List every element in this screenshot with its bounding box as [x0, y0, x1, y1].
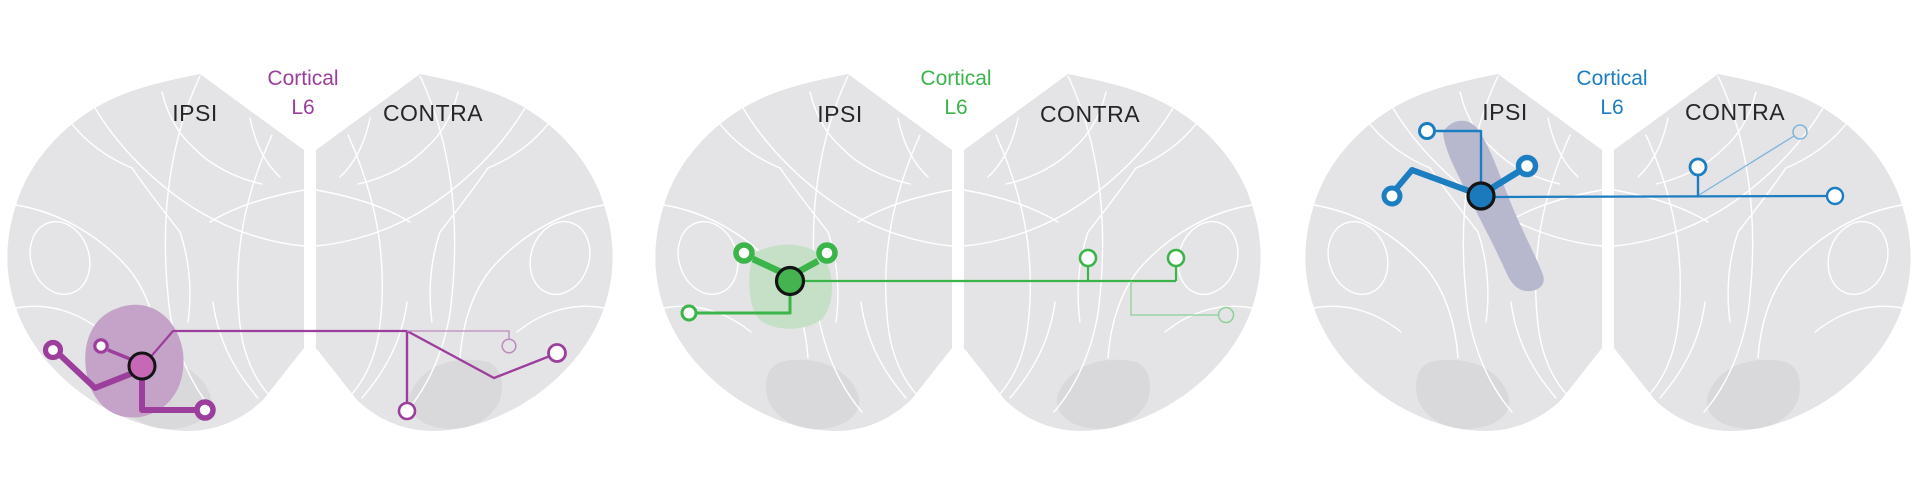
axon-branch — [1490, 169, 1520, 191]
panel-title-line1: Cortical — [920, 67, 991, 90]
axon-terminal — [733, 242, 755, 264]
axon-branch — [1436, 129, 1483, 184]
axon-terminal — [501, 338, 517, 354]
soma — [1466, 181, 1496, 211]
axon-terminal — [194, 399, 216, 421]
panel-labels: Cortical L6 IPSI CONTRA — [1482, 67, 1785, 125]
axon-terminal — [397, 401, 417, 421]
axon-terminal — [816, 242, 838, 264]
contra-label: CONTRA — [1685, 99, 1785, 125]
ipsi-label: IPSI — [172, 100, 217, 126]
axon-branch — [406, 329, 551, 380]
weak-branch — [407, 330, 517, 354]
panel-labels: Cortical L6 IPSI CONTRA — [817, 67, 1140, 127]
axon-terminal — [1418, 122, 1436, 140]
axon-terminal — [1792, 124, 1808, 140]
contra-label: CONTRA — [1040, 101, 1140, 127]
axon-terminal — [680, 304, 698, 322]
projection-overlay — [680, 242, 1235, 329]
panel-cortical-l6-blue: Cortical L6 IPSI CONTRA — [1304, 67, 1912, 432]
contra-hemisphere — [963, 73, 1262, 432]
weak-branch — [1698, 124, 1808, 196]
axon-branch — [139, 378, 196, 413]
axon-terminal — [1825, 186, 1845, 206]
brain-flatmap-pair — [1304, 73, 1912, 432]
axon-trunk — [1493, 194, 1828, 199]
panel-title-line2: L6 — [291, 96, 314, 119]
soma — [774, 265, 806, 297]
axon-branch — [796, 258, 820, 275]
axon-branch — [751, 256, 785, 276]
axon-branch — [57, 352, 140, 391]
panel-cortical-l6-green: Cortical L6 IPSI CONTRA — [654, 67, 1262, 432]
panel-labels: Cortical L6 IPSI CONTRA — [172, 67, 483, 126]
panel-title-line1: Cortical — [267, 67, 338, 90]
ipsi-label: IPSI — [1482, 99, 1527, 125]
panel-cortical-l6-purple: Cortical L6 IPSI CONTRA — [6, 67, 614, 432]
projection-overlay — [1381, 120, 1845, 292]
panel-title-line2: L6 — [1600, 96, 1623, 119]
axon-terminal — [1381, 185, 1403, 207]
axon-branch — [697, 295, 792, 315]
axon-terminal — [93, 338, 109, 354]
weak-branch — [1130, 281, 1235, 324]
axon-terminal — [42, 339, 64, 361]
axon-terminal — [1688, 157, 1708, 177]
injection-region — [1443, 120, 1544, 292]
contra-hemisphere — [315, 73, 614, 432]
soma — [127, 351, 157, 381]
axon-terminal — [1078, 248, 1098, 268]
axon-terminal — [547, 343, 567, 363]
axon-terminal — [1166, 248, 1186, 268]
axon-branch — [1698, 135, 1795, 196]
axon-terminal — [1515, 154, 1539, 178]
axon-trunk — [147, 329, 407, 361]
axon-terminal — [1217, 306, 1235, 324]
contra-hemisphere — [1613, 73, 1912, 432]
axon-branch — [1130, 281, 1218, 316]
panel-title-line1: Cortical — [1576, 67, 1647, 90]
panel-title-line2: L6 — [944, 96, 967, 119]
projection-overlay — [42, 304, 567, 421]
axon-branch — [1393, 167, 1471, 194]
contra-label: CONTRA — [383, 100, 483, 126]
axon-branch — [407, 330, 510, 339]
ipsi-label: IPSI — [817, 101, 862, 127]
